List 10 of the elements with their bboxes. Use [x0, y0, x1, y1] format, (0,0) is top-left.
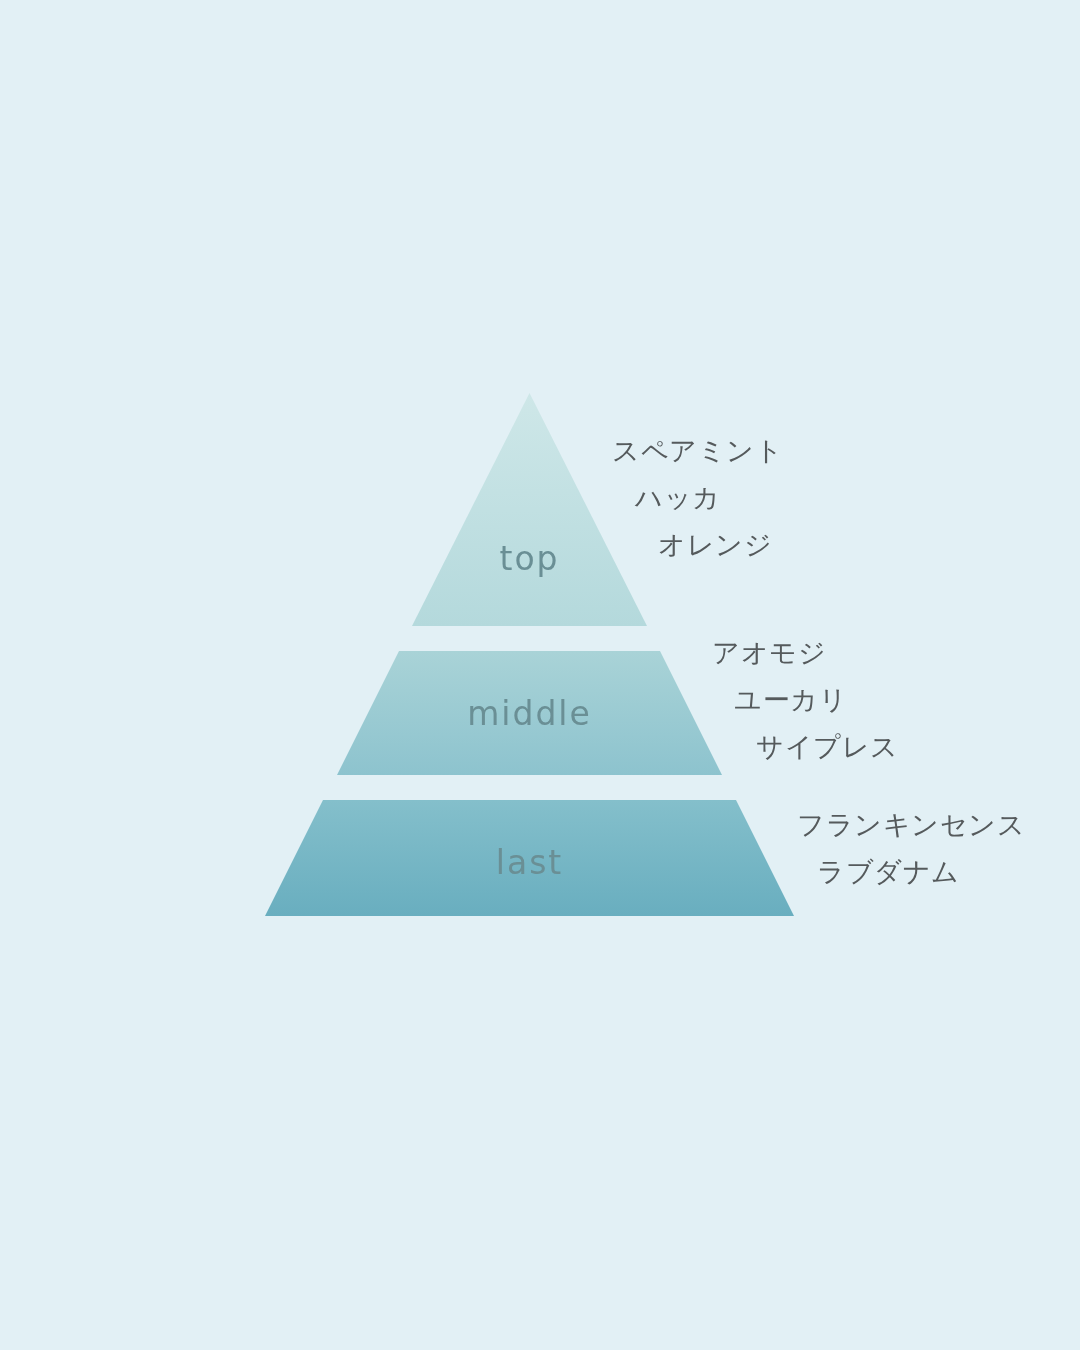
note-label: サイプレス [756, 733, 899, 760]
note-label: フランキンセンス [797, 811, 1025, 838]
note-label: ラブダナム [817, 858, 960, 885]
tier-label: middle [467, 697, 592, 730]
note-label: ハッカ [635, 484, 721, 511]
note-label: スペアミント [612, 437, 783, 464]
note-label: ユーカリ [734, 686, 847, 713]
tier-label: top [499, 542, 560, 575]
note-label: アオモジ [712, 639, 826, 666]
note-label: オレンジ [658, 531, 772, 558]
